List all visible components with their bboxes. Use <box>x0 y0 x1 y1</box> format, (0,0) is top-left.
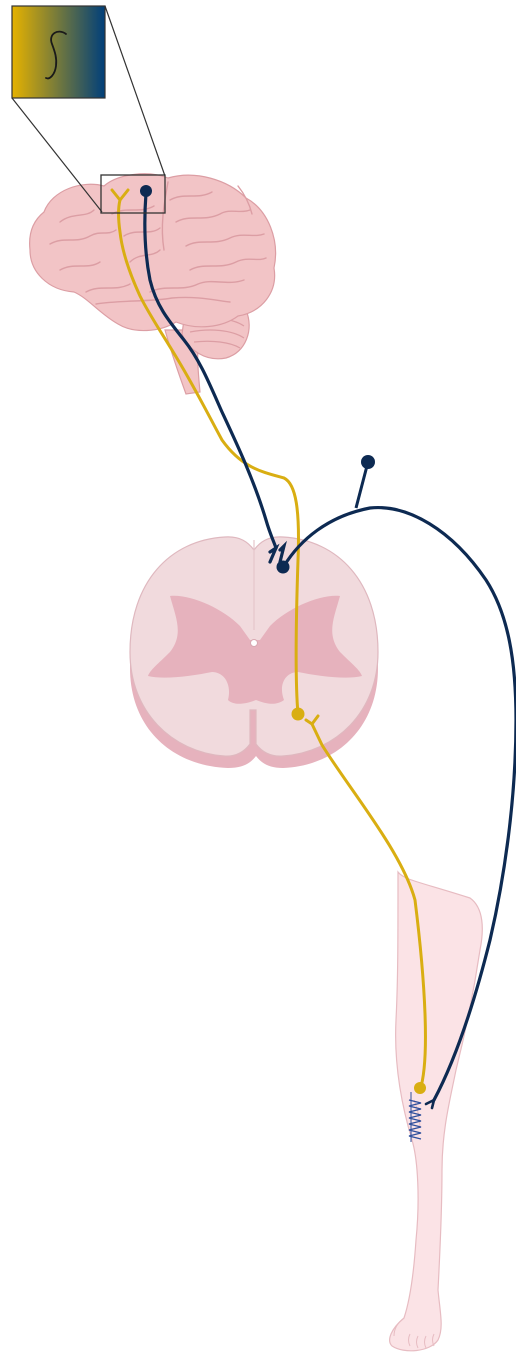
leg-icon <box>390 872 483 1351</box>
spinal-interneuron-soma <box>292 708 305 721</box>
sensory-ganglion-soma <box>361 455 375 469</box>
inset-gradient-box <box>12 6 105 98</box>
sensory-receptor-ending <box>414 1082 426 1094</box>
spinal-cord-cross-section-icon <box>130 537 378 768</box>
upper-motor-neuron-soma <box>140 185 152 197</box>
lower-motor-neuron-soma <box>277 561 290 574</box>
